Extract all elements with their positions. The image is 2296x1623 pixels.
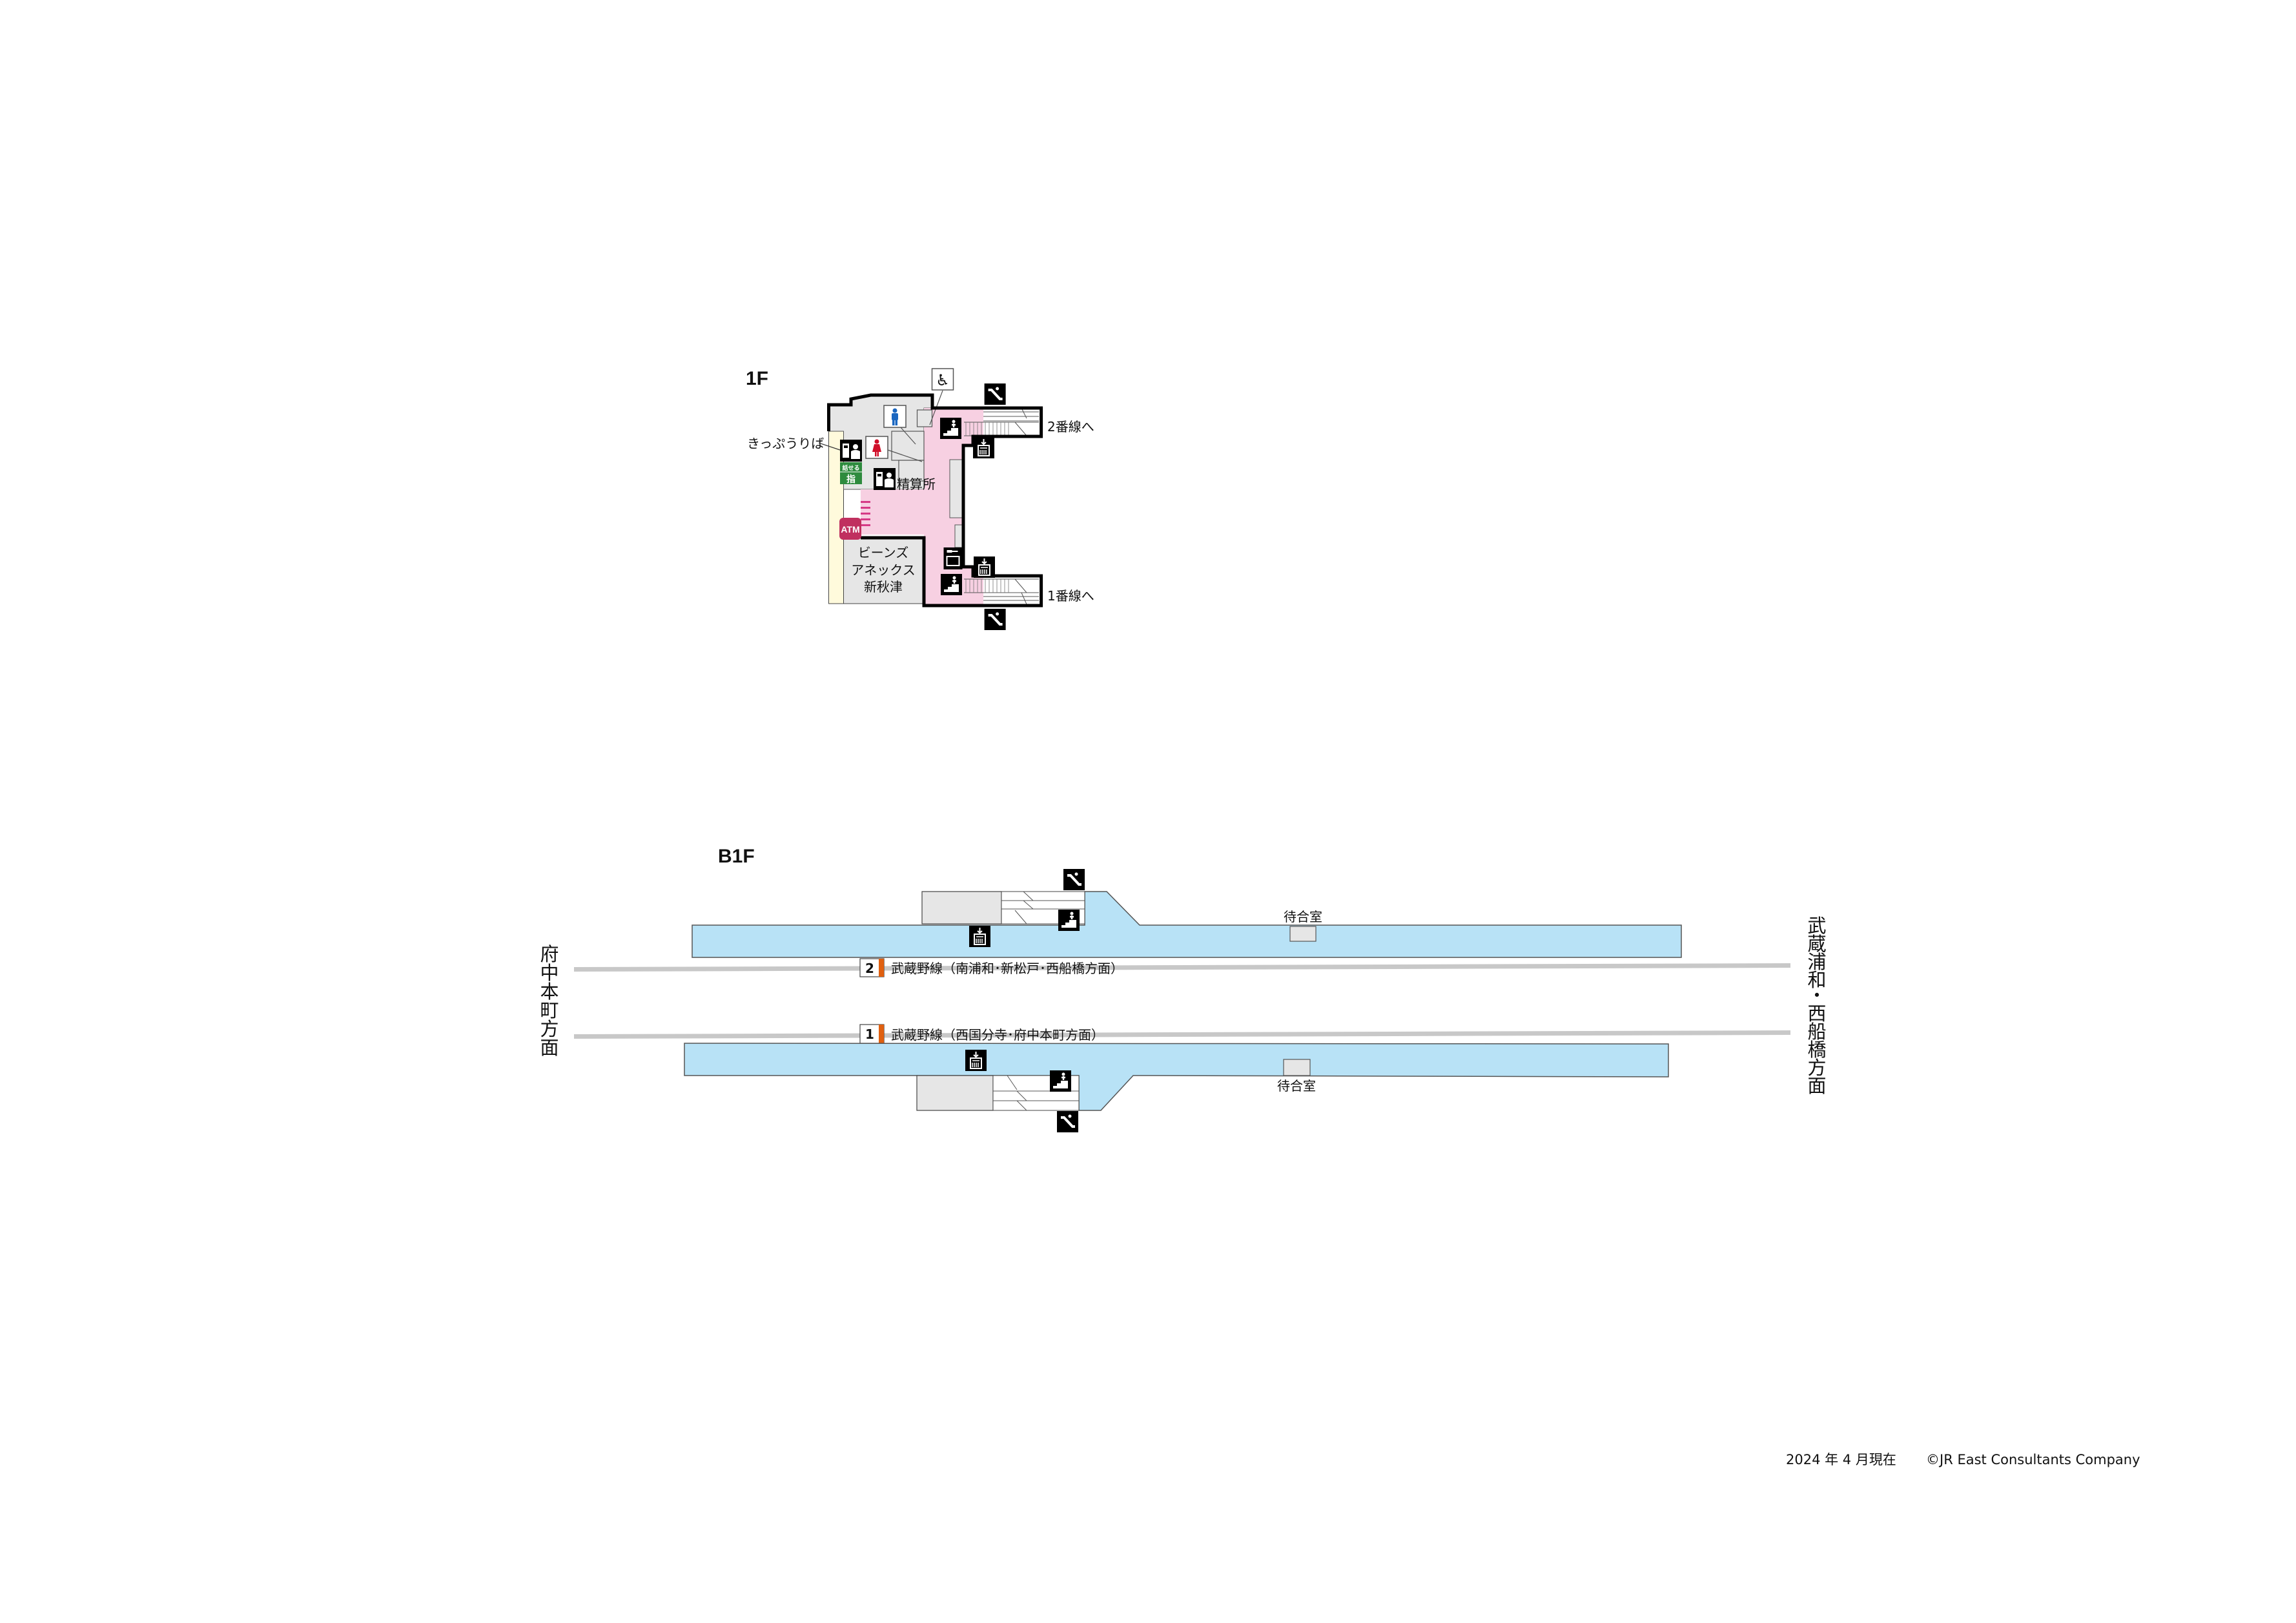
svg-text:府: 府 (540, 943, 559, 965)
svg-text:本: 本 (540, 981, 559, 1003)
leader-line (818, 442, 841, 451)
concourse-structure (949, 459, 963, 518)
floor-1f-title: 1F (746, 368, 768, 389)
svg-text:2: 2 (865, 961, 874, 976)
svg-text:方: 方 (1807, 1057, 1826, 1079)
ticket-office-label: きっぷうりば (747, 436, 824, 451)
stairs-to-track-1 (964, 576, 1041, 606)
floor-b1f: B1F 待合室 2 武蔵野線（南浦和･新松戸･西船橋方面） (540, 846, 1827, 1134)
escalator-icon (983, 382, 1007, 406)
direction-left-label: 府 中 本 町 方 面 (540, 943, 559, 1059)
stairs-icon (1057, 908, 1081, 932)
direction-right-label: 武 蔵 浦 和 ・ 西 船 橋 方 面 (1807, 915, 1826, 1097)
facility-room (916, 1075, 994, 1111)
svg-text:面: 面 (1807, 1075, 1826, 1097)
track-1-label: 武蔵野線（西国分寺･府中本町方面） (891, 1027, 1104, 1043)
svg-text:♿: ♿ (936, 371, 950, 389)
svg-text:中: 中 (540, 962, 559, 984)
svg-text:船: 船 (1807, 1021, 1826, 1043)
male-restroom-icon (883, 405, 907, 428)
shop-name-line2: アネックス (851, 562, 915, 578)
stairs-icon (939, 573, 963, 597)
floor-1f: 1F (746, 368, 1094, 631)
floor-b1f-title: B1F (718, 846, 755, 867)
platform-track-2 (692, 891, 1682, 958)
fare-adjustment-icon (874, 468, 896, 490)
copyright: ©JR East Consultants Company (1926, 1452, 2140, 1467)
svg-text:指: 指 (846, 474, 856, 485)
track-2 (574, 963, 1790, 972)
stairs-lower (992, 1075, 1080, 1111)
fare-adjustment-label: 精算所 (897, 476, 936, 492)
waiting-room-label: 待合室 (1284, 909, 1322, 924)
svg-text:町: 町 (540, 999, 559, 1021)
track-2-label: 武蔵野線（南浦和･新松戸･西船橋方面） (891, 961, 1123, 976)
stairs-icon (1049, 1069, 1072, 1093)
elevator-icon (969, 925, 991, 948)
escalator-icon (983, 607, 1007, 631)
date-note: 2024 年 4 月現在 (1786, 1452, 1896, 1467)
wheelchair-icon: ♿ (931, 368, 954, 391)
track-2-sign: 2 武蔵野線（南浦和･新松戸･西船橋方面） (859, 958, 1123, 977)
svg-text:西: 西 (1807, 1003, 1826, 1025)
svg-text:蔵: 蔵 (1807, 933, 1826, 955)
waiting-room-label: 待合室 (1277, 1078, 1316, 1094)
shop-name-line3: 新秋津 (864, 579, 903, 595)
svg-text:武: 武 (1807, 915, 1826, 937)
svg-text:ATM: ATM (841, 524, 859, 535)
to-track-2-label: 2番線へ (1047, 419, 1094, 434)
elevator-icon (972, 436, 995, 459)
escalator-icon (1056, 1110, 1080, 1134)
elevator-icon (965, 1049, 987, 1072)
svg-text:橋: 橋 (1807, 1039, 1826, 1061)
waiting-room (1283, 1059, 1311, 1076)
svg-text:面: 面 (540, 1037, 559, 1059)
locker-icon (943, 547, 963, 569)
talk-sign: 話せる 指 (840, 462, 862, 485)
svg-text:浦: 浦 (1807, 951, 1826, 973)
stairs-icon (939, 416, 963, 440)
platform-track-1 (684, 1043, 1669, 1111)
elevator-icon (973, 556, 996, 578)
room-partitions (887, 390, 943, 482)
ticket-machine-icon (840, 440, 862, 462)
svg-text:・: ・ (1807, 985, 1826, 1006)
facility-room (921, 891, 1002, 924)
shop-name-line1: ビーンズ (858, 545, 909, 560)
atm-badge: ATM (839, 518, 861, 540)
female-restroom-icon (865, 436, 888, 459)
svg-text:方: 方 (540, 1018, 559, 1040)
to-track-1-label: 1番線へ (1047, 588, 1094, 604)
ticket-gates (861, 501, 870, 526)
svg-text:和: 和 (1807, 969, 1826, 991)
track-1 (574, 1030, 1790, 1039)
track-1-sign: 1 武蔵野線（西国分寺･府中本町方面） (859, 1024, 1104, 1044)
concourse-structure (954, 524, 963, 548)
svg-text:話せる: 話せる (842, 464, 859, 472)
waiting-room (1289, 926, 1317, 942)
escalator-icon (1062, 868, 1086, 892)
svg-text:1: 1 (865, 1026, 874, 1042)
